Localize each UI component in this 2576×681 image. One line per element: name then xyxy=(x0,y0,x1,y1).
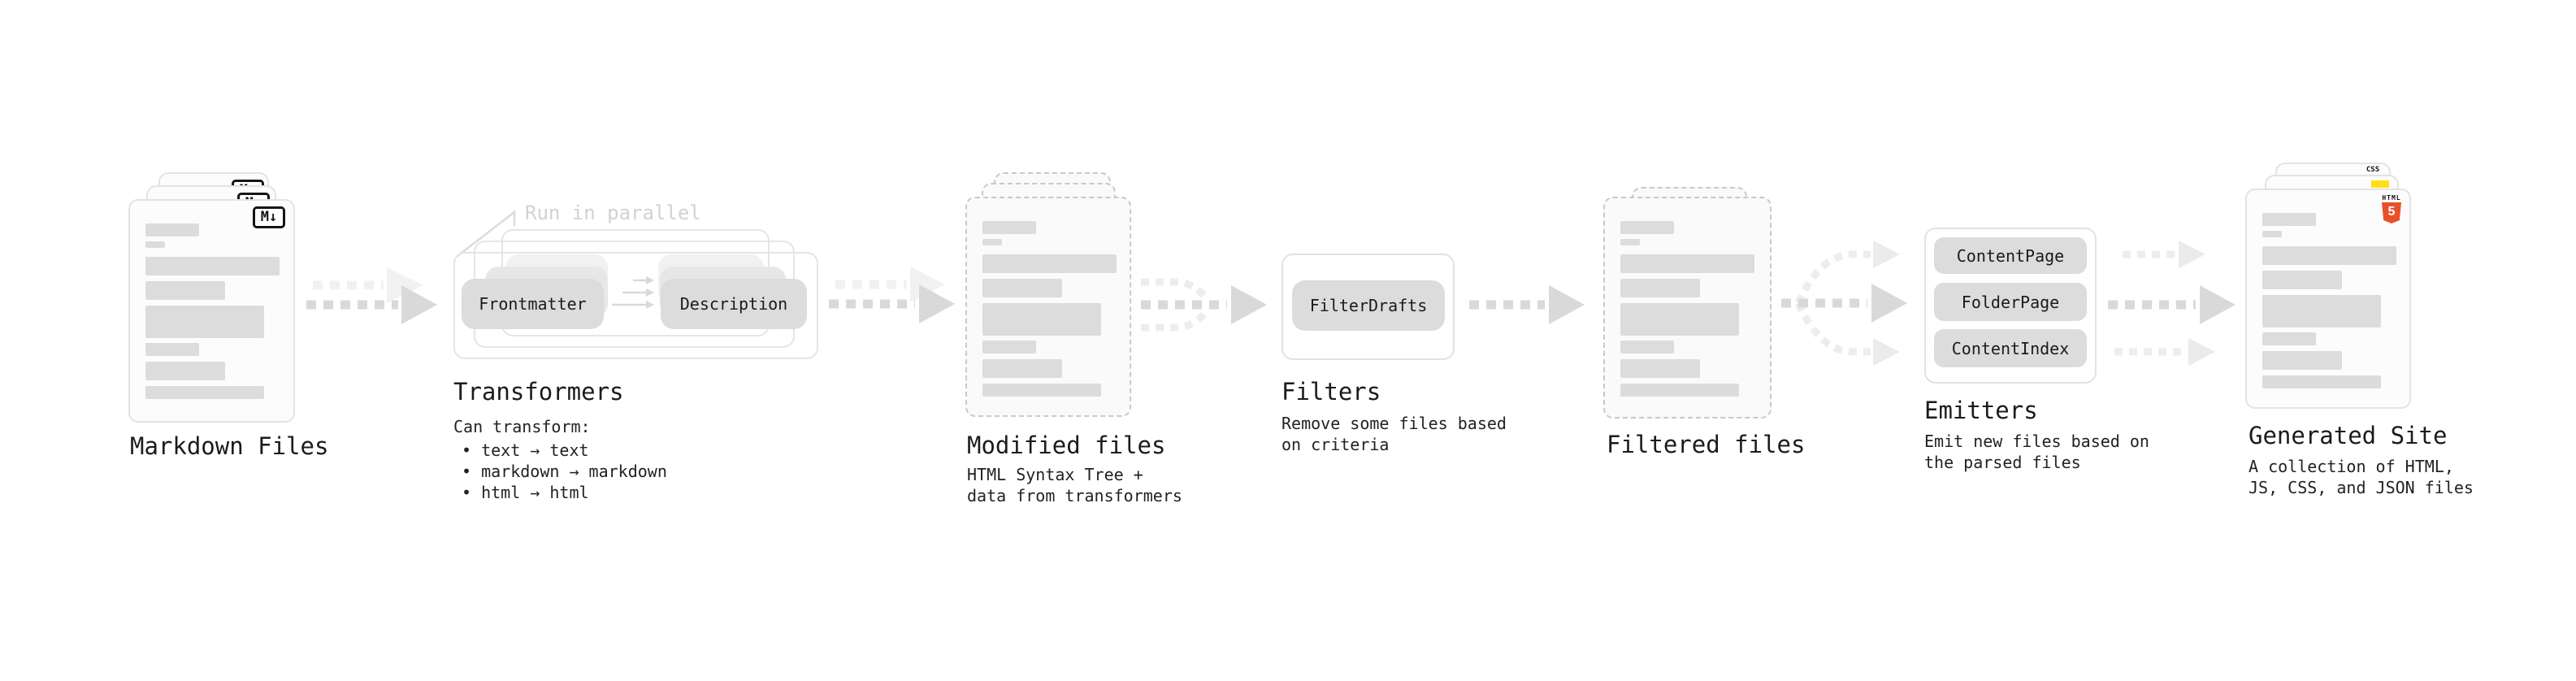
transformer-frontmatter-box: Frontmatter xyxy=(462,279,604,329)
emitter-contentpage-box: ContentPage xyxy=(1934,237,2087,274)
content-line xyxy=(145,241,165,248)
content-line xyxy=(1620,254,1754,273)
content-line xyxy=(1620,221,1674,234)
stage-description: Emit new files based on the parsed files xyxy=(1924,431,2149,473)
file-card-front: HTML 5 xyxy=(2245,189,2411,409)
transform-bullet: • markdown → markdown xyxy=(462,462,667,481)
desc-line: JS, CSS, and JSON files xyxy=(2249,478,2474,497)
file-card-front xyxy=(965,197,1131,417)
content-line xyxy=(1620,340,1674,354)
desc-line: data from transformers xyxy=(967,486,1182,505)
content-line xyxy=(2262,246,2396,265)
content-line xyxy=(982,239,1002,245)
stage-title: Emitters xyxy=(1924,397,2038,424)
desc-line: A collection of HTML, xyxy=(2249,457,2454,476)
content-line xyxy=(145,386,264,399)
desc-line: on criteria xyxy=(1281,435,1390,454)
html5-icon: HTML 5 xyxy=(2381,195,2402,223)
stage-title: Filters xyxy=(1281,378,1381,406)
content-line xyxy=(982,384,1101,397)
content-line xyxy=(2262,271,2342,289)
transform-bullet: • text → text xyxy=(462,440,589,460)
arrow-filters-to-filtered xyxy=(1469,285,1585,324)
content-line xyxy=(2262,213,2316,226)
content-line xyxy=(2262,332,2316,345)
content-line xyxy=(145,223,199,236)
content-line xyxy=(145,343,199,356)
stage-title: Generated Site xyxy=(2249,422,2448,449)
content-line xyxy=(982,221,1036,234)
content-line xyxy=(1620,303,1739,336)
desc-line: Remove some files based xyxy=(1281,414,1507,433)
transform-bullet: • html → html xyxy=(462,483,589,502)
filter-filterdrafts-box: FilterDrafts xyxy=(1292,280,1445,331)
desc-line: HTML Syntax Tree + xyxy=(967,465,1143,484)
content-line xyxy=(982,254,1117,273)
content-line xyxy=(1620,239,1640,245)
content-line xyxy=(982,359,1062,378)
content-line xyxy=(1620,359,1700,378)
content-line xyxy=(982,303,1101,336)
content-line xyxy=(145,257,280,275)
content-line xyxy=(1620,384,1739,397)
content-line xyxy=(145,362,225,380)
stage-description: A collection of HTML, JS, CSS, and JSON … xyxy=(2249,456,2474,498)
stage-title: Modified files xyxy=(967,432,1166,459)
content-line xyxy=(2262,351,2342,370)
transformer-description-box: Description xyxy=(661,279,807,329)
run-in-parallel-label: Run in parallel xyxy=(525,202,701,224)
arrow-filtered-to-emitters xyxy=(1781,241,1907,366)
content-line xyxy=(145,281,225,300)
content-line xyxy=(2262,375,2381,388)
js-icon xyxy=(2371,180,2389,188)
file-card-front xyxy=(1603,197,1772,419)
stage-description: Can transform: xyxy=(453,417,591,436)
stage-description: Remove some files based on criteria xyxy=(1281,413,1507,455)
desc-line: the parsed files xyxy=(1924,453,2081,472)
content-line xyxy=(145,306,264,338)
content-line xyxy=(2262,295,2381,327)
markdown-icon: M↓ xyxy=(253,206,285,228)
transformer-frame-front xyxy=(453,252,818,359)
arrow-emitters-to-site xyxy=(2108,241,2236,366)
emitter-contentindex-box: ContentIndex xyxy=(1934,329,2087,367)
content-line xyxy=(1620,279,1700,297)
content-line xyxy=(2262,231,2282,237)
stage-description: HTML Syntax Tree + data from transformer… xyxy=(967,464,1182,506)
stage-title: Markdown Files xyxy=(130,432,329,460)
content-line xyxy=(982,340,1036,354)
content-line xyxy=(982,279,1062,297)
desc-line: Emit new files based on xyxy=(1924,432,2149,451)
stage-title: Filtered files xyxy=(1607,431,1806,458)
arrow-transformers-to-modified xyxy=(829,267,955,323)
stage-title: Transformers xyxy=(453,378,624,406)
emitter-folderpage-box: FolderPage xyxy=(1934,283,2087,321)
file-card-front: M↓ xyxy=(128,199,295,423)
arrow-markdown-to-transformers xyxy=(306,267,437,324)
arrow-modified-to-filters xyxy=(1141,278,1267,332)
